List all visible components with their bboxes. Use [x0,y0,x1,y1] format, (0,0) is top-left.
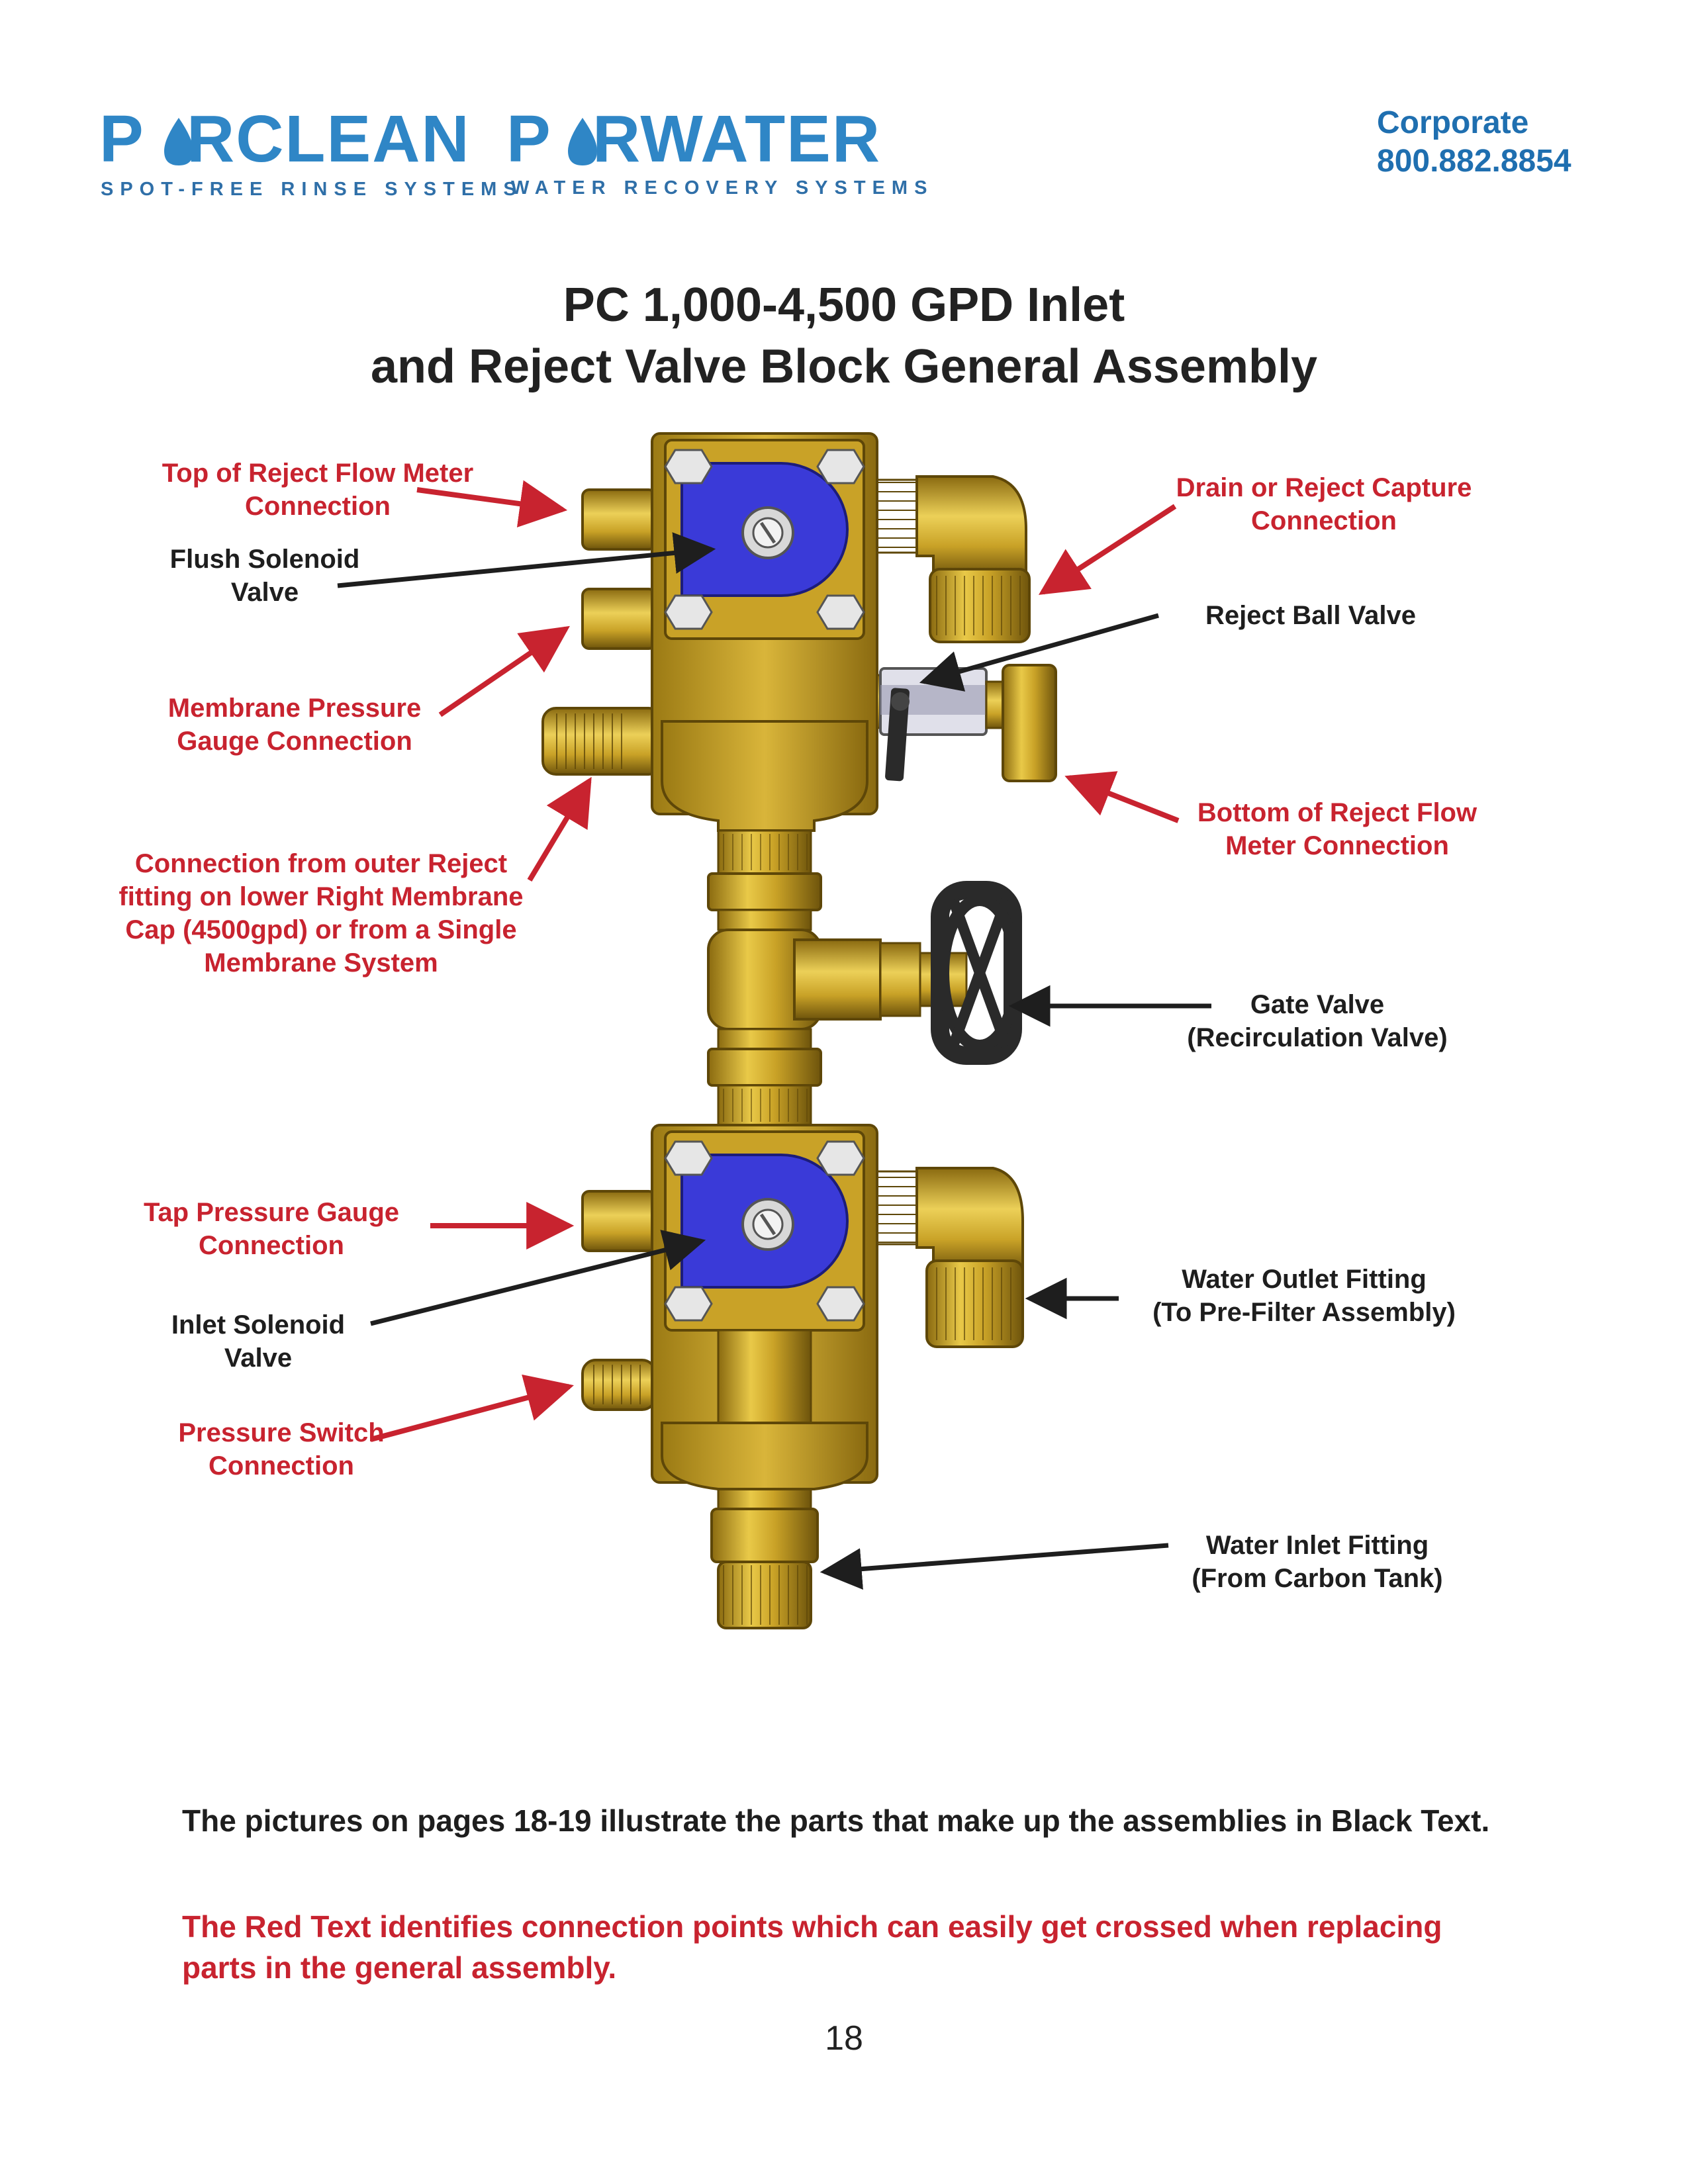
arrow-outer-reject [527,776,592,882]
purclean-logo-p: P [99,102,145,176]
purclean-logo-word: RCLEAN [187,102,471,176]
callout-water-outlet: Water Outlet Fitting (To Pre-Filter Asse… [1152,1265,1456,1327]
callout-gate-valve: Gate Valve (Recirculation Valve) [1187,990,1448,1052]
arrow-top-reject-flow [416,480,568,527]
footer-black-note: The pictures on pages 18-19 illustrate t… [182,1803,1490,1838]
arrow-water-inlet [820,1543,1169,1590]
callout-reject-ball-valve: Reject Ball Valve [1205,601,1416,630]
callout-outer-reject: Connection from outer Reject fitting on … [118,849,524,978]
purclean-tagline: SPOT-FREE RINSE SYSTEMS [101,179,523,200]
callout-membrane-pressure: Membrane Pressure Gauge Connection [167,694,422,756]
callout-bottom-reject-flow: Bottom of Reject Flow Meter Connection [1197,798,1477,860]
arrow-bottom-reject-flow [1064,771,1180,823]
arrow-inlet-solenoid [370,1230,706,1326]
logo-drops [164,118,597,165]
page-title-line1: PC 1,000-4,500 GPD Inlet [563,279,1125,332]
page-title-line2: and Reject Valve Block General Assembly [370,340,1317,393]
drop-icon [568,118,597,165]
callout-water-inlet: Water Inlet Fitting (From Carbon Tank) [1192,1531,1443,1593]
flush-valve-block [541,432,1057,834]
gate-valve-section [707,829,1022,1126]
purwater-logo-word: RWATER [592,102,882,176]
arrow-reject-ball [919,613,1159,692]
drop-icon [164,118,193,165]
footer-red-note: The Red Text identifies connection point… [182,1909,1442,1985]
purwater-logo-p: P [506,102,552,176]
callout-flush-solenoid: Flush Solenoid Valve [169,545,360,607]
callout-pressure-switch: Pressure Switch Connection [178,1418,385,1480]
callout-top-reject-flow: Top of Reject Flow Meter Connection [162,459,474,521]
corporate-label: Corporate [1377,105,1529,140]
leader-arrows [337,480,1211,1590]
callout-drain-reject: Drain or Reject Capture Connection [1176,473,1472,535]
arrow-flush-solenoid [337,532,716,588]
page-number: 18 [825,2019,863,2058]
corporate-phone[interactable]: 800.882.8854 [1377,144,1571,179]
callout-inlet-solenoid: Inlet Solenoid Valve [171,1310,346,1373]
inlet-valve-block [581,1124,1024,1629]
purwater-tagline: WATER RECOVERY SYSTEMS [511,177,934,199]
arrow-drain-reject [1038,504,1177,595]
callout-tap-pressure: Tap Pressure Gauge Connection [143,1198,400,1260]
arrow-pressure-switch [369,1374,574,1442]
arrow-membrane-pressure [438,625,570,717]
